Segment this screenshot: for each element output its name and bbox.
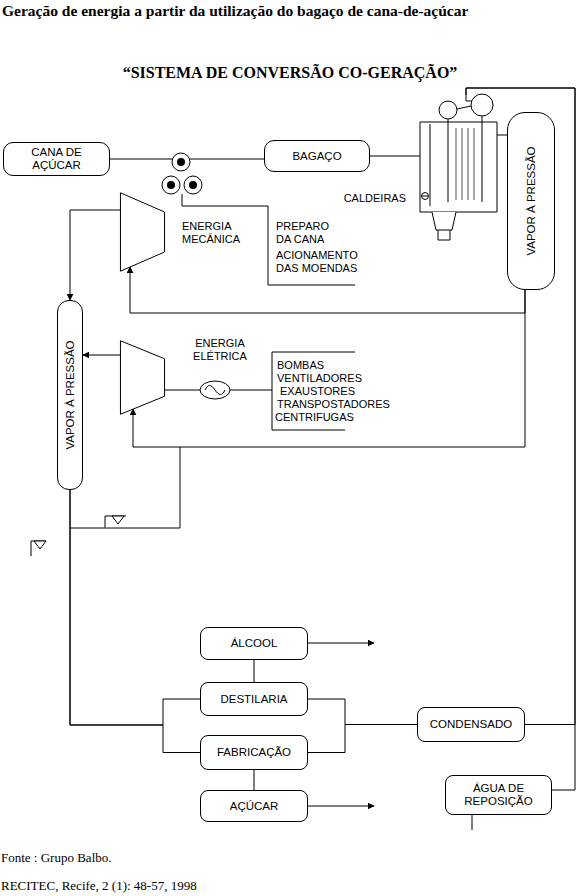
- connector-line: [254, 660, 255, 682]
- node-label: ÁLCOOL: [231, 637, 278, 650]
- connector-line: [70, 490, 200, 753]
- turbine-outline: [120, 192, 165, 272]
- turbine-outline: [120, 341, 164, 415]
- furnace-wall: [430, 124, 431, 206]
- turbine-outline: [120, 340, 165, 415]
- process-box: BAGAÇO: [264, 140, 370, 172]
- valve-body: [105, 516, 126, 528]
- load-label: VENTILADORES: [277, 372, 362, 385]
- diagram-title: Geração de energia a partir da utilizaçã…: [2, 2, 468, 20]
- source-reference: RECITEC, Recife, 2 (1): 48-57, 1998: [1, 878, 197, 893]
- node-label: ENERGIA MECÂNICA: [182, 220, 246, 246]
- product-box: ÁLCOOL: [200, 627, 308, 660]
- boiler-illustration: [412, 94, 497, 240]
- turbine-outline: [120, 193, 164, 271]
- boiler-unit: CALDEIRAS: [412, 95, 497, 245]
- boiler-pipe: [457, 106, 471, 109]
- input-box: ÁGUA DE REPOSIÇÃO: [445, 775, 552, 815]
- load-bracket: [272, 352, 355, 430]
- boiler-drum: [439, 101, 457, 119]
- load-label: TRANSPOSTADORES: [277, 398, 390, 411]
- generator-symbol: [200, 381, 230, 399]
- node-label: ÁGUA DE REPOSIÇÃO: [459, 782, 539, 808]
- source-caption: Fonte : Grupo Balbo.: [1, 850, 112, 866]
- mill-roller: [184, 176, 202, 194]
- process-box: DESTILARIA: [200, 682, 308, 716]
- bypass-line: [70, 447, 180, 528]
- valve-body: [31, 541, 46, 556]
- boiler-pipe: [466, 95, 472, 101]
- load-label: PREPARO DA CANA: [276, 220, 340, 246]
- load-label: CENTRIFUGAS: [275, 411, 354, 424]
- turbine-symbol: ENERGIA ELÉTRICA: [120, 340, 165, 415]
- input-box: CANA DE AÇÚCAR: [3, 142, 110, 176]
- valve-symbol: [34, 541, 46, 549]
- mill-roller: [162, 176, 180, 194]
- burner-symbol: [422, 193, 429, 200]
- mill-roller-axis: [177, 158, 185, 166]
- mill-space: [157, 150, 207, 200]
- connector-line: [308, 725, 417, 753]
- boiler-hopper: [432, 212, 456, 230]
- connector-line: [133, 290, 525, 447]
- node-label: FABRICAÇÃO: [217, 746, 291, 759]
- load-label: EXAUSTORES: [280, 385, 355, 398]
- output-arrow: [308, 643, 374, 644]
- node-label: VAPOR À PRESSÃO: [64, 340, 77, 449]
- boiler-drum: [471, 94, 493, 116]
- boiler-hopper: [438, 230, 450, 240]
- mill-rollers: [157, 150, 207, 200]
- process-box: CONDENSADO: [417, 707, 525, 742]
- node-label: AÇÚCAR: [230, 800, 279, 813]
- boiler-tubes: [448, 116, 482, 202]
- connector-line: [70, 210, 120, 300]
- boiler-feed: [412, 156, 420, 157]
- node-label: CALDEIRAS: [344, 192, 406, 205]
- load-label: BOMBAS: [277, 359, 324, 372]
- node-label: DESTILARIA: [220, 693, 287, 706]
- steam-header: VAPOR À PRESSÃO: [57, 300, 83, 490]
- node-label: ENERGIA ELÉTRICA: [188, 337, 252, 363]
- output-arrow: [308, 806, 374, 807]
- connector-line: [308, 699, 417, 725]
- process-box: FABRICAÇÃO: [200, 735, 308, 770]
- steam-header: VAPOR À PRESSÃO: [507, 112, 555, 290]
- connector-line: [83, 355, 120, 356]
- connector-line: [370, 156, 412, 157]
- node-label: CONDENSADO: [430, 718, 512, 731]
- mill-roller-axis: [189, 181, 197, 189]
- node-label: BAGAÇO: [292, 150, 341, 163]
- turbine-symbol: ENERGIA MECÂNICA: [120, 192, 165, 272]
- boiler-tubes: [456, 128, 474, 200]
- mill-roller: [172, 153, 190, 171]
- node-label: CANA DE AÇÚCAR: [22, 146, 92, 172]
- node-label: VAPOR À PRESSÃO: [525, 146, 538, 255]
- product-box: AÇÚCAR: [200, 790, 308, 822]
- load-label: ACIONAMENTO DAS MOENDAS: [276, 249, 368, 275]
- generator-wave: [205, 386, 225, 395]
- water-inlet: [472, 815, 473, 830]
- connector-line: [497, 135, 507, 136]
- burner-symbol: [422, 196, 428, 197]
- connector-line: [254, 770, 255, 790]
- mill-roller-axis: [167, 181, 175, 189]
- diagram-subtitle: “SISTEMA DE CONVERSÃO CO-GERAÇÃO”: [0, 64, 580, 82]
- valve-symbol: [112, 516, 124, 524]
- boiler-casing: [420, 122, 497, 212]
